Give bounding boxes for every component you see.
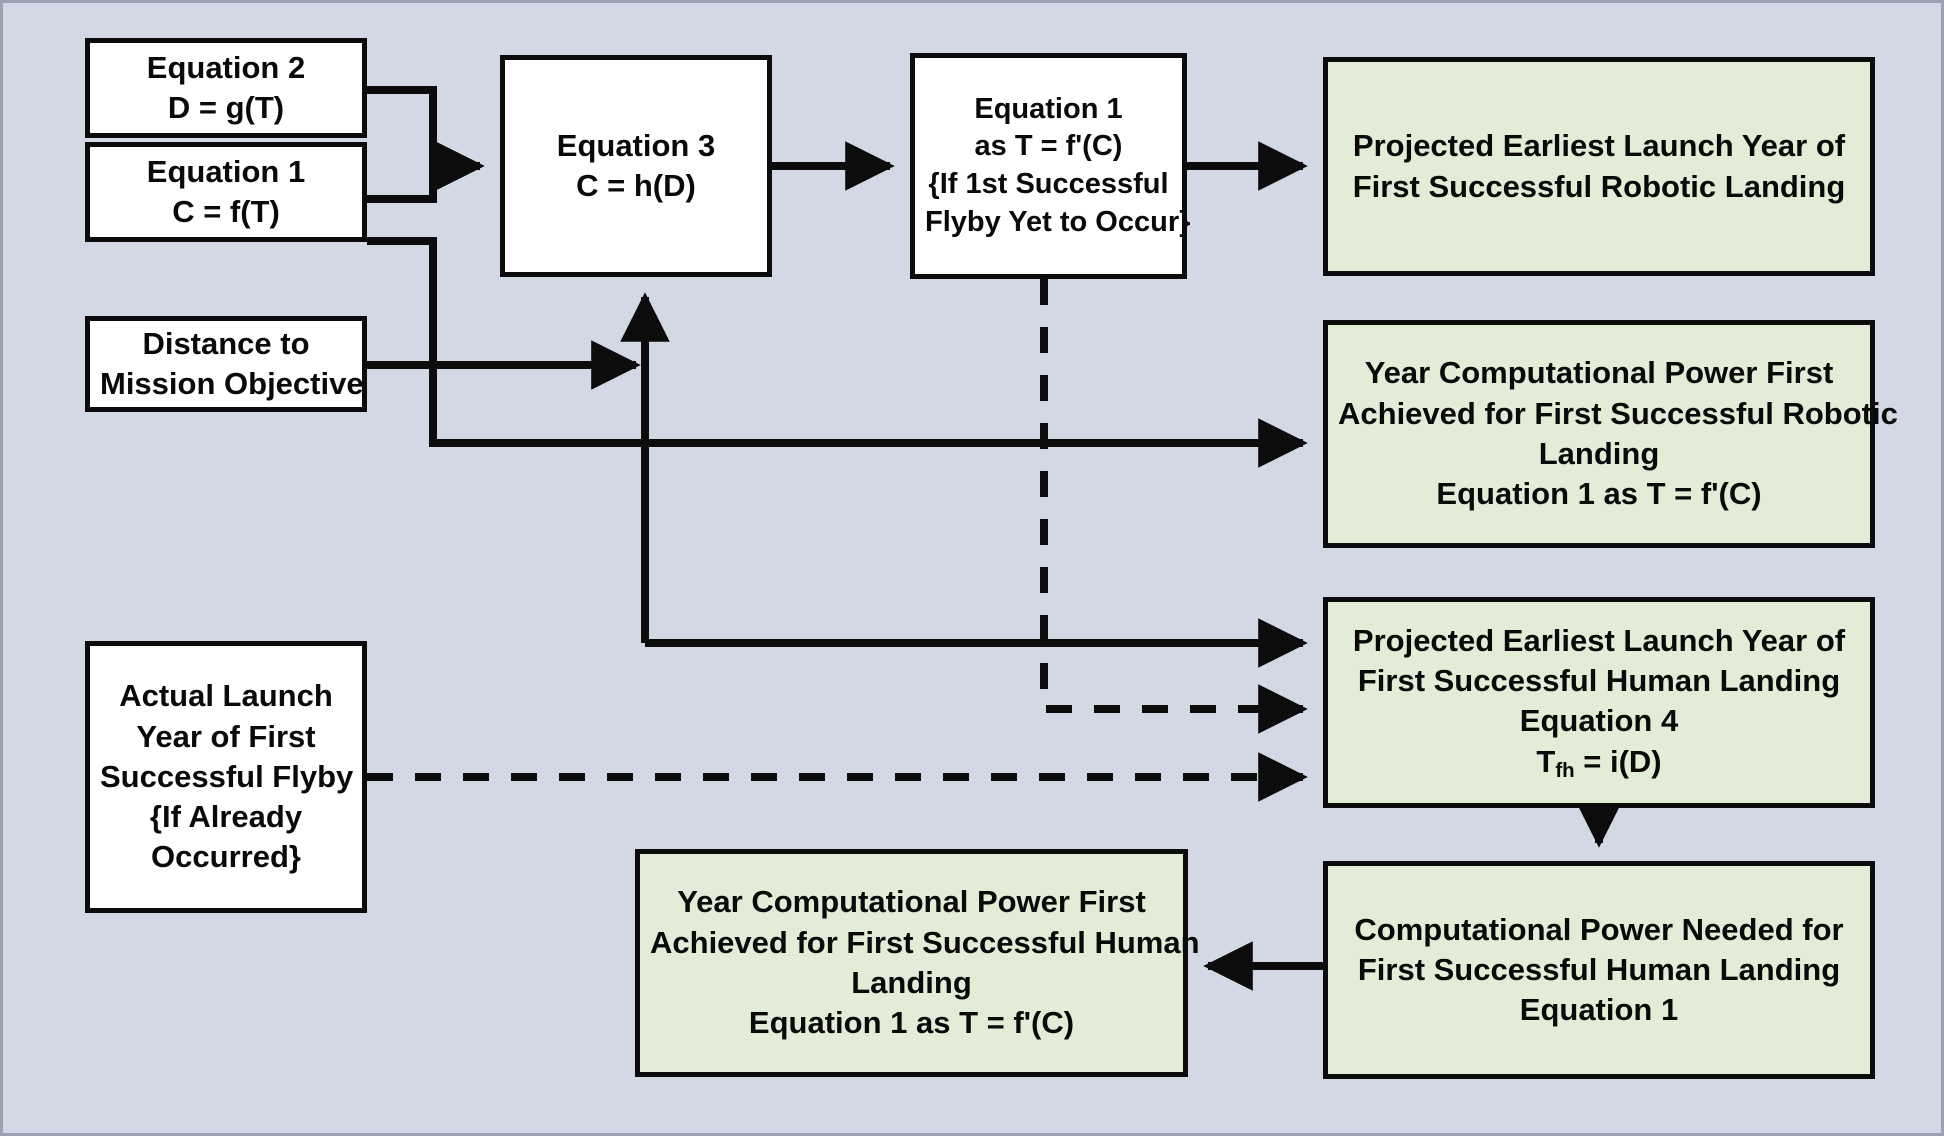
node-line: First Successful Robotic Landing	[1352, 168, 1846, 204]
node-line: Equation 4	[1519, 703, 1679, 739]
node-line: Equation 1 as T = f'(C)	[1436, 476, 1762, 512]
node-line: Occurred}	[151, 839, 301, 875]
node-line: Equation 3	[556, 127, 716, 163]
node-projected-earliest-launch-year-human-landing[interactable]: Projected Earliest Launch Year of First …	[1323, 597, 1875, 808]
node-year-computational-power-first-achieved-robotic-landing[interactable]: Year Computational Power First Achieved …	[1323, 320, 1898, 548]
node-line: Equation 1 as T = f'(C)	[748, 1005, 1075, 1041]
node-line: First Successful Human Landing	[1357, 951, 1841, 987]
node-line: Year Computational Power First	[1364, 355, 1834, 391]
node-line: C = f(T)	[172, 194, 280, 229]
node-line: {If Already	[149, 799, 303, 835]
node-line: Actual Launch	[119, 678, 333, 714]
node-computational-power-needed-human-landing[interactable]: Computational Power Needed for First Suc…	[1323, 861, 1875, 1079]
node-line: as T = f'(C)	[974, 130, 1123, 163]
node-line: Achieved for First Successful Robotic	[1338, 395, 1898, 431]
node-line: Equation 1	[974, 92, 1123, 125]
node-equation-2[interactable]: Equation 2 D = g(T)	[85, 38, 367, 138]
node-distance-to-mission-objective[interactable]: Distance to Mission Objective	[85, 316, 367, 412]
node-equation-1[interactable]: Equation 1 C = f(T)	[85, 142, 367, 242]
node-actual-launch-year-first-successful-flyby[interactable]: Actual Launch Year of First Successful F…	[85, 641, 367, 913]
wire-eq2-to-merge	[367, 86, 437, 166]
node-line: Landing	[851, 965, 972, 1000]
node-line: Projected Earliest Launch Year of	[1352, 622, 1846, 658]
node-line: Equation 1	[146, 153, 306, 189]
node-line: Achieved for First Successful Human	[650, 924, 1200, 960]
node-line: Equation 2	[146, 49, 306, 85]
wire-eq1-to-merge	[367, 166, 437, 203]
node-year-computational-power-first-achieved-human-landing[interactable]: Year Computational Power First Achieved …	[635, 849, 1200, 1077]
node-line: Mission Objective	[100, 366, 364, 401]
node-line: Computational Power Needed for	[1354, 911, 1844, 947]
node-line: Year Computational Power First	[677, 884, 1146, 920]
node-line: First Successful Human Landing	[1357, 663, 1841, 698]
node-line: D = g(T)	[167, 90, 285, 125]
node-line: Projected Earliest Launch Year of	[1352, 128, 1846, 164]
node-line: Flyby Yet to Occur}	[925, 205, 1191, 238]
node-equation-3[interactable]: Equation 3 C = h(D)	[500, 55, 772, 277]
node-line: Landing	[1538, 436, 1660, 471]
formula-subscript: fh	[1555, 758, 1575, 782]
node-line: Distance to	[142, 325, 310, 361]
node-formula: Tfh = i(D)	[1338, 742, 1860, 785]
node-line: {If 1st Successful	[928, 168, 1169, 200]
node-equation-1-as-t-f-prime-c[interactable]: Equation 1 as T = f'(C) {If 1st Successf…	[910, 53, 1191, 279]
node-line: Year of First	[136, 718, 316, 754]
formula-tail: = i(D)	[1574, 743, 1662, 779]
wire-eq1inv-dashed-to-human	[1040, 279, 1308, 734]
node-line: C = h(D)	[576, 168, 696, 203]
node-projected-earliest-launch-year-robotic-landing[interactable]: Projected Earliest Launch Year of First …	[1323, 57, 1875, 276]
formula-base: T	[1536, 743, 1556, 779]
node-line: Equation 1	[1519, 992, 1679, 1028]
node-line: Successful Flyby	[100, 758, 354, 794]
